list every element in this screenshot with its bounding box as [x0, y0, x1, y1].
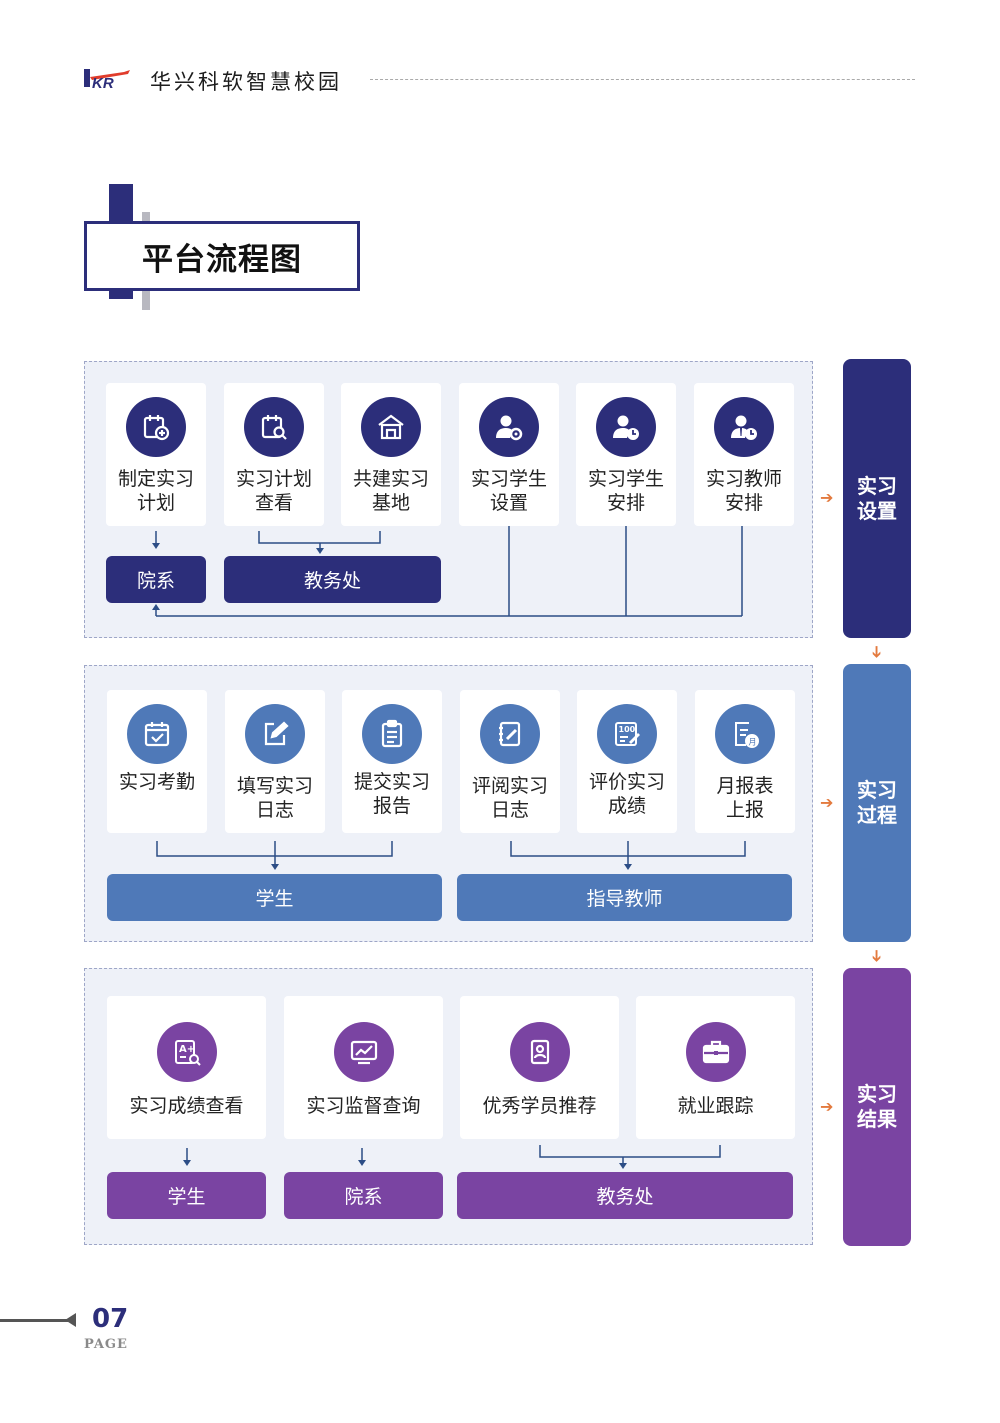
card-monitor-query[interactable]: 实习监督查询 — [284, 996, 443, 1139]
card-monthly-report[interactable]: 月 月报表 上报 — [695, 690, 795, 833]
card-label: 月报表 — [716, 775, 774, 797]
card-fill-log[interactable]: 填写实习 日志 — [225, 690, 325, 833]
monitor-chart-icon — [333, 1022, 394, 1082]
side-label-line: 过程 — [857, 803, 897, 827]
card-label: 制定实习 — [117, 468, 194, 490]
side-label-setup: 实习设置 — [843, 359, 911, 638]
card-create-plan[interactable]: 制定实习 计划 — [106, 383, 206, 526]
bar-college[interactable]: 院系 — [284, 1172, 443, 1219]
svg-text:KR: KR — [92, 75, 114, 90]
user-gear-icon — [479, 397, 539, 457]
card-view-grades[interactable]: A+ 实习成绩查看 — [107, 996, 266, 1139]
card-student-arrange[interactable]: 实习学生 安排 — [576, 383, 676, 526]
card-label: 实习计划 — [235, 468, 312, 490]
side-label-line: 实习 — [857, 778, 897, 802]
svg-text:月: 月 — [749, 738, 757, 747]
side-label-line: 设置 — [857, 498, 897, 523]
card-label: 填写实习 — [236, 775, 313, 797]
teacher-clock-icon — [714, 397, 774, 457]
side-label-line: 实习 — [857, 473, 897, 498]
calendar-check-icon — [127, 704, 187, 764]
building-icon — [361, 397, 421, 457]
side-label-process: 实习过程 — [843, 664, 911, 942]
card-label: 基地 — [371, 492, 410, 514]
hkr-logo: KR — [84, 69, 130, 90]
notebook-pen-icon — [480, 704, 540, 764]
monthly-report-icon: 月 — [715, 704, 775, 764]
bar-college[interactable]: 院系 — [106, 556, 206, 603]
card-recommend-student[interactable]: 优秀学员推荐 — [460, 996, 619, 1139]
bar-academic-affairs[interactable]: 教务处 — [224, 556, 441, 603]
page-title: 平台流程图 — [84, 221, 360, 291]
arrow-right-icon: ➔ — [820, 488, 834, 507]
svg-text:A+: A+ — [179, 1044, 195, 1055]
card-label: 成绩 — [607, 795, 646, 817]
card-teacher-arrange[interactable]: 实习教师 安排 — [694, 383, 794, 526]
card-label: 实习成绩查看 — [129, 1095, 244, 1117]
brand-name: 华兴科软智慧校园 — [150, 70, 342, 94]
bar-student[interactable]: 学生 — [107, 1172, 266, 1219]
card-employment-tracking[interactable]: 就业跟踪 — [636, 996, 795, 1139]
side-label-line: 结果 — [857, 1107, 897, 1131]
arrow-right-icon: ➔ — [820, 793, 834, 812]
card-review-log[interactable]: 评阅实习 日志 — [460, 690, 560, 833]
calendar-search-icon — [244, 397, 304, 457]
card-label: 计划 — [136, 492, 175, 514]
svg-text:100: 100 — [619, 725, 636, 734]
arrow-right-icon: ➔ — [820, 1097, 834, 1116]
card-label: 实习考勤 — [118, 771, 195, 793]
card-label: 优秀学员推荐 — [482, 1095, 597, 1117]
side-label-line: 实习 — [857, 1082, 897, 1106]
header-divider — [370, 79, 915, 80]
card-label: 安排 — [606, 492, 645, 514]
calendar-add-icon — [126, 397, 186, 457]
card-evaluate-score[interactable]: 100 评价实习 成绩 — [577, 690, 677, 833]
card-label: 评价实习 — [588, 771, 665, 793]
bar-student[interactable]: 学生 — [107, 874, 442, 921]
page-marker-arrow-icon — [65, 1313, 76, 1327]
clipboard-icon — [362, 704, 422, 764]
card-label: 上报 — [725, 799, 764, 821]
page-number: 07 — [92, 1304, 129, 1334]
card-label: 实习学生 — [470, 468, 547, 490]
card-label: 评阅实习 — [471, 775, 548, 797]
score-100-icon: 100 — [597, 704, 657, 764]
page-word: PAGE — [84, 1337, 128, 1352]
card-build-base[interactable]: 共建实习 基地 — [341, 383, 441, 526]
bar-instructor[interactable]: 指导教师 — [457, 874, 792, 921]
briefcase-icon — [685, 1022, 746, 1082]
card-label: 实习学生 — [587, 468, 664, 490]
card-view-plan[interactable]: 实习计划 查看 — [224, 383, 324, 526]
card-label: 查看 — [254, 492, 293, 514]
card-label: 实习监督查询 — [306, 1095, 421, 1117]
side-label-result: 实习结果 — [843, 968, 911, 1246]
page-marker-line — [0, 1319, 68, 1322]
grade-search-icon: A+ — [156, 1022, 217, 1082]
card-submit-report[interactable]: 提交实习 报告 — [342, 690, 442, 833]
user-clock-icon — [596, 397, 656, 457]
card-label: 实习教师 — [705, 468, 782, 490]
badge-user-icon — [509, 1022, 570, 1082]
card-label: 就业跟踪 — [677, 1095, 754, 1117]
card-label: 日志 — [490, 799, 529, 821]
edit-icon — [245, 704, 305, 764]
card-label: 报告 — [372, 795, 411, 817]
card-student-setup[interactable]: 实习学生 设置 — [459, 383, 559, 526]
card-label: 日志 — [255, 799, 294, 821]
card-attendance[interactable]: 实习考勤 — [107, 690, 207, 833]
card-label: 安排 — [724, 492, 763, 514]
card-label: 共建实习 — [352, 468, 429, 490]
bar-academic-affairs[interactable]: 教务处 — [457, 1172, 793, 1219]
card-label: 提交实习 — [353, 771, 430, 793]
card-label: 设置 — [489, 492, 528, 514]
